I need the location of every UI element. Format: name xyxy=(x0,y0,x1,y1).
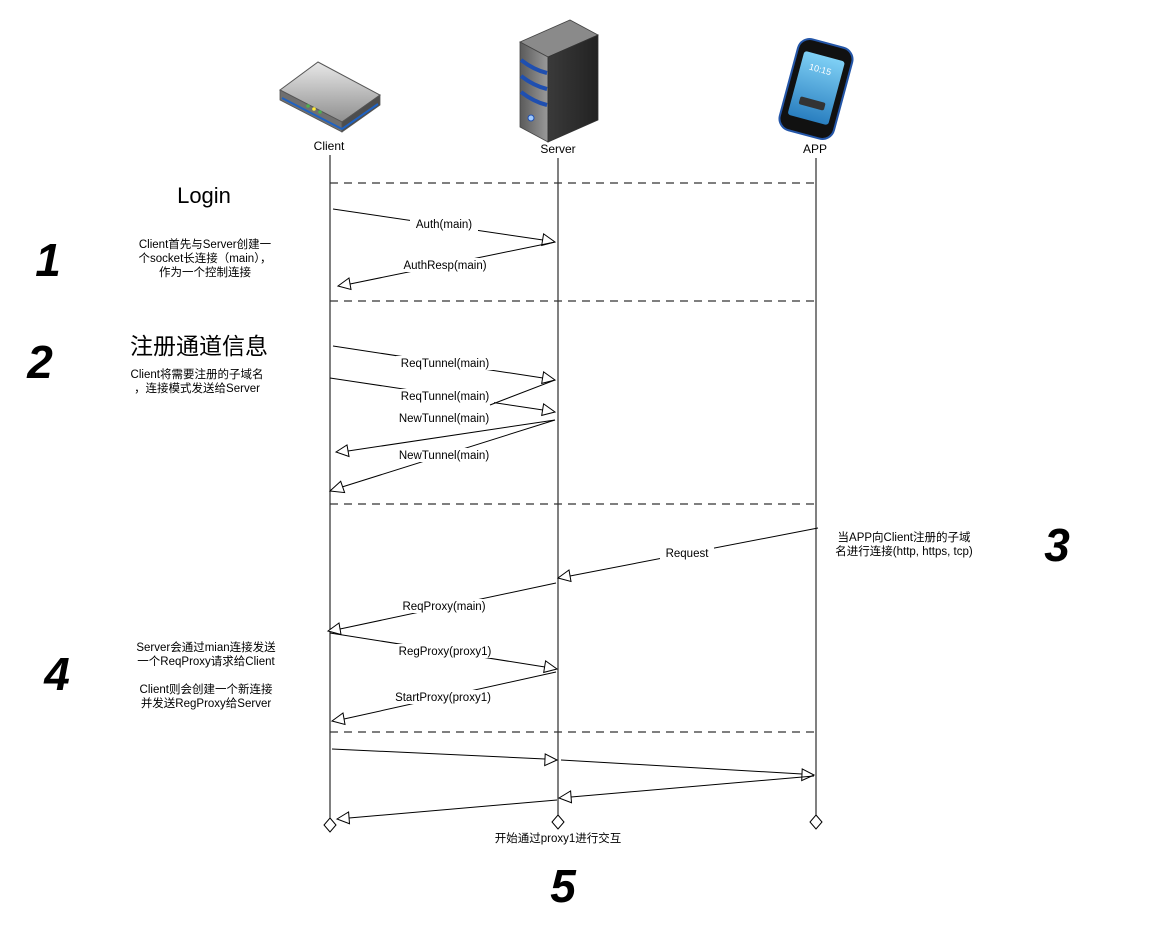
message-reqproxy: ReqProxy(main) xyxy=(326,582,557,636)
arrow-head xyxy=(557,790,573,804)
step4-note: Server会通过mian连接发送 一个ReqProxy请求给Client Cl… xyxy=(136,640,276,710)
step-number: 2 xyxy=(26,336,53,388)
exchange-app-to-server xyxy=(557,775,815,804)
label-bg xyxy=(394,448,494,462)
arrow-line xyxy=(348,799,558,819)
label-bg xyxy=(396,356,494,370)
label-bg xyxy=(389,690,497,704)
message-label: ReqTunnel(main) xyxy=(401,358,490,370)
arrow-line xyxy=(347,419,556,452)
arrow-head xyxy=(543,660,559,674)
step-number: 5 xyxy=(550,860,577,912)
arrow-head xyxy=(334,444,350,458)
phone-icon: 10:15 xyxy=(778,38,854,140)
arrow-head xyxy=(328,480,346,494)
label-bg xyxy=(396,599,492,613)
message-regproxy: RegProxy(proxy1) xyxy=(329,632,559,674)
message-reqtunnel-2: ReqTunnel(main) xyxy=(329,377,557,417)
step-number: 1 xyxy=(35,234,61,286)
label-bg xyxy=(398,258,492,272)
actor-client-label: Client xyxy=(314,139,345,153)
register-title: 注册通道信息 xyxy=(130,334,268,360)
arrow-head xyxy=(541,403,557,417)
server-icon xyxy=(519,19,599,143)
actor-app-label: APP xyxy=(803,142,827,156)
exchange-client-to-server xyxy=(331,748,559,767)
actor-server-label: Server xyxy=(540,142,575,156)
arrow-head xyxy=(544,753,559,767)
arrow-head xyxy=(556,569,572,583)
note-line: Server会通过mian连接发送 xyxy=(136,640,276,654)
arrow-line xyxy=(570,775,815,798)
arrow-head xyxy=(541,371,557,385)
message-label: ReqProxy(main) xyxy=(402,601,485,613)
note-line: 一个ReqProxy请求给Client xyxy=(137,655,275,668)
step3-note: 当APP向Client注册的子域 名进行连接(http, https, tcp) xyxy=(835,530,973,558)
step2-note: Client将需要注册的子域名 ，连接模式发送给Server xyxy=(131,367,264,395)
step-number: 3 xyxy=(1044,519,1070,571)
arrow-line xyxy=(331,748,546,760)
note-line: 并发送RegProxy给Server xyxy=(141,696,272,710)
note-line: 作为一个控制连接 xyxy=(159,265,251,279)
arrow-head xyxy=(801,768,816,782)
step5-note: 开始通过proxy1进行交互 xyxy=(495,831,622,845)
login-title: Login xyxy=(177,183,231,208)
client-lifeline-end xyxy=(323,817,337,833)
arrow-head xyxy=(335,811,351,825)
step1-note: Client首先与Server创建一 个socket长连接（main）， 作为一… xyxy=(139,237,272,279)
note-line: ，连接模式发送给Server xyxy=(134,381,260,395)
message-newtunnel-1: NewTunnel(main) xyxy=(334,411,556,458)
note-line: 个socket长连接（main）， xyxy=(139,251,272,265)
note-line: 当APP向Client注册的子域 xyxy=(838,530,971,544)
message-label: Request xyxy=(666,548,710,560)
exchange-server-to-app xyxy=(560,759,816,782)
message-reqtunnel-1: ReqTunnel(main) xyxy=(332,345,557,385)
message-auth: Auth(main) xyxy=(332,208,557,247)
app-lifeline-end xyxy=(809,814,823,830)
message-request: Request xyxy=(556,527,819,583)
message-label: NewTunnel(main) xyxy=(399,413,489,425)
message-label: AuthResp(main) xyxy=(403,260,486,272)
message-label: Auth(main) xyxy=(416,219,472,231)
step-number: 4 xyxy=(43,648,70,700)
message-startproxy: StartProxy(proxy1) xyxy=(330,671,557,726)
router-icon xyxy=(279,61,381,133)
message-label: ReqTunnel(main) xyxy=(401,391,490,403)
label-bg xyxy=(660,546,714,560)
arrow-head xyxy=(326,622,342,636)
note-line: 名进行连接(http, https, tcp) xyxy=(835,544,973,558)
message-newtunnel-2: NewTunnel(main) xyxy=(328,419,556,494)
message-label: StartProxy(proxy1) xyxy=(395,692,491,704)
exchange-server-to-client xyxy=(335,799,558,825)
message-label: NewTunnel(main) xyxy=(399,450,489,462)
message-authresp: AuthResp(main) xyxy=(336,241,556,291)
note-line: Client将需要注册的子域名 xyxy=(131,367,264,381)
arrow-head xyxy=(336,277,352,291)
arrow-line xyxy=(560,759,803,775)
label-bg xyxy=(394,411,494,425)
note-line: Client首先与Server创建一 xyxy=(139,237,272,251)
crossing-line xyxy=(489,379,556,406)
server-lifeline-end xyxy=(551,814,565,830)
label-bg xyxy=(394,644,496,658)
label-bg xyxy=(410,217,478,231)
label-bg xyxy=(396,389,494,403)
note-line: Client则会创建一个新连接 xyxy=(140,682,273,696)
message-label: RegProxy(proxy1) xyxy=(399,646,492,658)
arrow-head xyxy=(330,712,346,726)
